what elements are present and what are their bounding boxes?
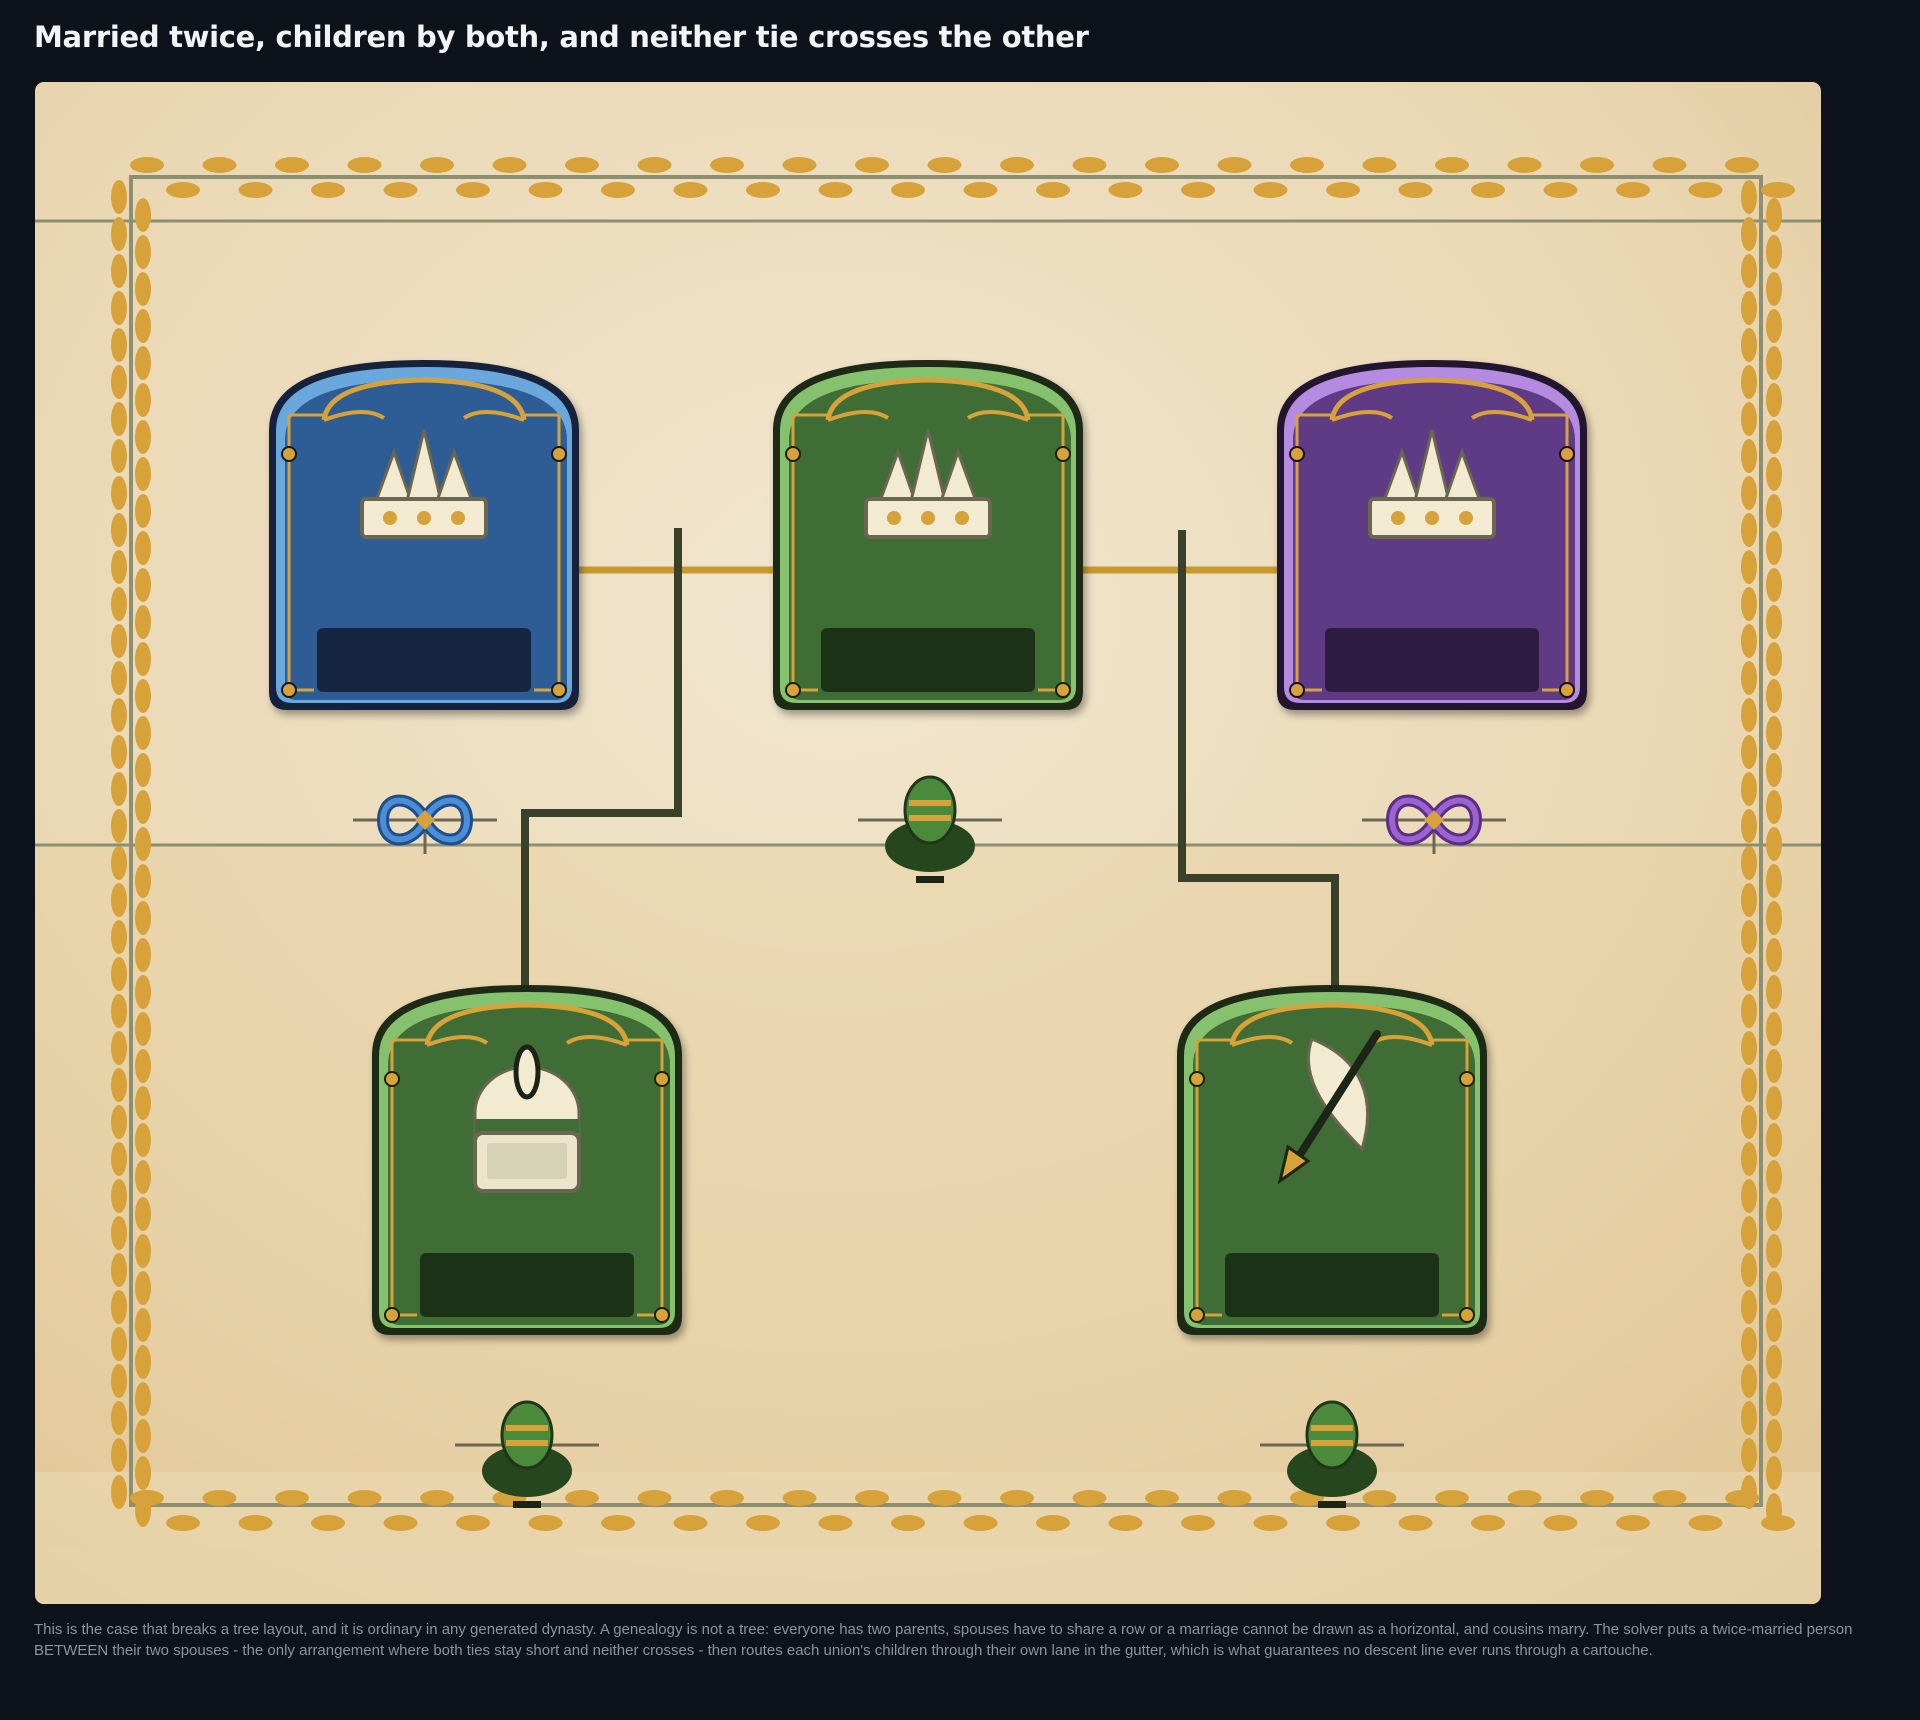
- name-plate: [1225, 1253, 1439, 1317]
- cartouche-twice-married[interactable]: [773, 360, 1083, 710]
- infinity-knot-icon: [376, 794, 474, 846]
- infinity-knot-icon: [1385, 794, 1483, 846]
- genealogy-panel: [35, 82, 1821, 1604]
- descent-line-left: [521, 528, 682, 987]
- marker-spouse-right: [1360, 794, 1508, 856]
- cartouche-spouse-left[interactable]: [269, 360, 579, 710]
- marker-spouse-left: [351, 794, 499, 856]
- cartouche-child-right[interactable]: [1177, 985, 1487, 1335]
- ornamental-border: [111, 157, 1795, 1531]
- descent-line-right: [1178, 530, 1339, 987]
- cartouche-child-left[interactable]: [372, 985, 682, 1335]
- name-plate: [420, 1253, 634, 1317]
- genealogy-diagram: [35, 82, 1821, 1604]
- page-title: Married twice, children by both, and nei…: [34, 20, 1089, 54]
- name-plate: [821, 628, 1035, 692]
- cartouche-spouse-right[interactable]: [1277, 360, 1587, 710]
- name-plate: [317, 628, 531, 692]
- name-plate: [1325, 628, 1539, 692]
- caption: This is the case that breaks a tree layo…: [34, 1621, 1853, 1659]
- descent-lines: [521, 528, 1339, 987]
